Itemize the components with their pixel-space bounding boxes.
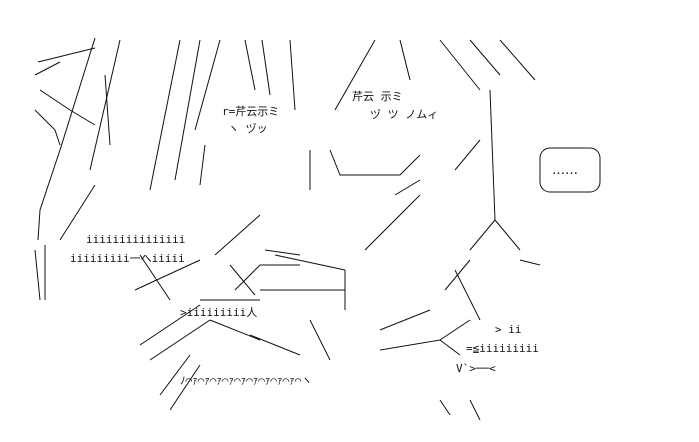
speech-bubble-text: …… — [552, 163, 578, 178]
hair-strokes — [34, 37, 541, 421]
art-dots-b: iiiiiiiii一へiiiii — [70, 252, 185, 265]
speech-bubble-outline — [539, 147, 601, 193]
art-curl-row: ﾉ⌒ｧ⌒ｧ⌒ｧ⌒ｧ⌒ｧ⌒ｧ⌒ｧ⌒ｧ⌒ｧ⌒ヽ — [180, 374, 312, 387]
art-label-left: r=芹云示ミ — [222, 105, 279, 118]
speech-bubble: …… — [539, 147, 601, 193]
art-right-eq: =≦iiiiiiiii — [466, 342, 539, 355]
art-right-arrow: V`>──< — [456, 362, 496, 375]
art-label-right: 芹云 示ミ — [352, 90, 403, 103]
art-label-center: ヽ ヅッ — [228, 122, 268, 135]
art-dots-a: iiiiiiiiiiiiiii — [86, 233, 185, 246]
art-bottom-dots: >iiiiiiiii人 — [180, 306, 257, 319]
art-right-small: > ii — [495, 323, 522, 336]
art-label-right-sub: ヅ ツ ノムィ — [370, 108, 438, 121]
ascii-text-fragments: r=芹云示ミ ヽ ヅッ 芹云 示ミ ヅ ツ ノムィ iiiiiiiiiiiiii… — [70, 90, 539, 387]
